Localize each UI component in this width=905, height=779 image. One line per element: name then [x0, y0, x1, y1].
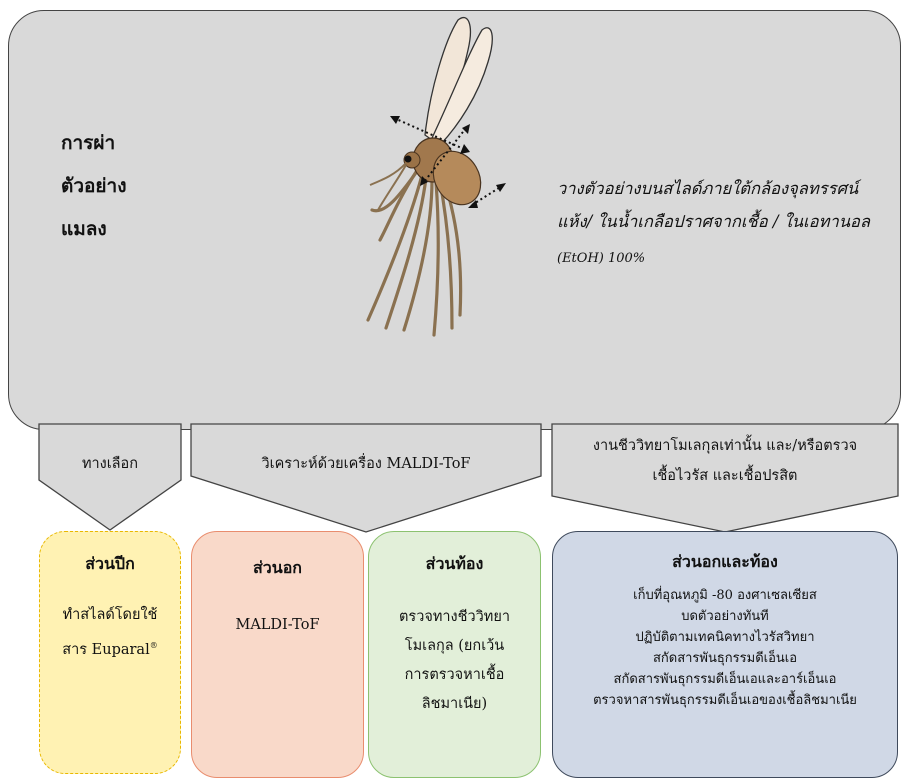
protocol-item: เก็บที่อุณหภูมิ -80 องศาเซลเซียส	[553, 585, 897, 606]
thorax-part-box: ส่วนอก MALDI-ToF	[191, 531, 364, 778]
arrow-maldi-label: วิเคราะห์ด้วยเครื่อง MALDI-ToF	[191, 452, 541, 475]
protocol-item: ตรวจหาสารพันธุกรรมดีเอ็นเอของเชื้อลิชมาเ…	[553, 690, 897, 711]
abdomen-part-line: ตรวจทางชีววิทยา	[369, 603, 540, 632]
abdomen-part-line: การตรวจหาเชื้อ	[369, 661, 540, 690]
wing-part-text-2: สาร Euparal®	[40, 638, 180, 661]
arrow-maldi	[191, 424, 541, 532]
thorax-abdomen-box: ส่วนอกและท้อง เก็บที่อุณหภูมิ -80 องศาเซ…	[552, 531, 898, 778]
wing-part-title: ส่วนปีก	[40, 552, 180, 577]
arrow-molecular-label-1: งานชีววิทยาโมเลกุลเท่านั้น และ/หรือตรวจ	[552, 434, 898, 457]
protocol-item: สกัดสารพันธุกรรมดีเอ็นเอ	[553, 648, 897, 669]
abdomen-part-line: โมเลกุล (ยกเว้น	[369, 632, 540, 661]
abdomen-part-title: ส่วนท้อง	[369, 552, 540, 577]
arrow-optional-label: ทางเลือก	[39, 452, 181, 475]
protocol-item: บดตัวอย่างทันที	[553, 606, 897, 627]
wing-part-text-1: ทำสไลด์โดยใช้	[40, 603, 180, 626]
abdomen-part-line: ลิชมาเนีย)	[369, 690, 540, 719]
wing-part-box: ส่วนปีก ทำสไลด์โดยใช้ สาร Euparal®	[39, 531, 181, 774]
abdomen-part-box: ส่วนท้อง ตรวจทางชีววิทยา โมเลกุล (ยกเว้น…	[368, 531, 541, 778]
wing-part-text-2-main: สาร Euparal	[62, 642, 149, 658]
protocol-item: สกัดสารพันธุกรรมดีเอ็นเอและอาร์เอ็นเอ	[553, 669, 897, 690]
arrow-molecular-label-2: เชื้อไวรัส และเชื้อปรสิต	[552, 464, 898, 487]
thorax-part-title: ส่วนอก	[192, 556, 363, 581]
arrow-optional	[39, 424, 181, 530]
thorax-abdomen-title: ส่วนอกและท้อง	[553, 550, 897, 575]
thorax-part-text: MALDI-ToF	[192, 617, 363, 633]
protocol-item: ปฏิบัติตามเทคนิคทางไวรัสวิทยา	[553, 627, 897, 648]
registered-mark: ®	[150, 641, 158, 650]
